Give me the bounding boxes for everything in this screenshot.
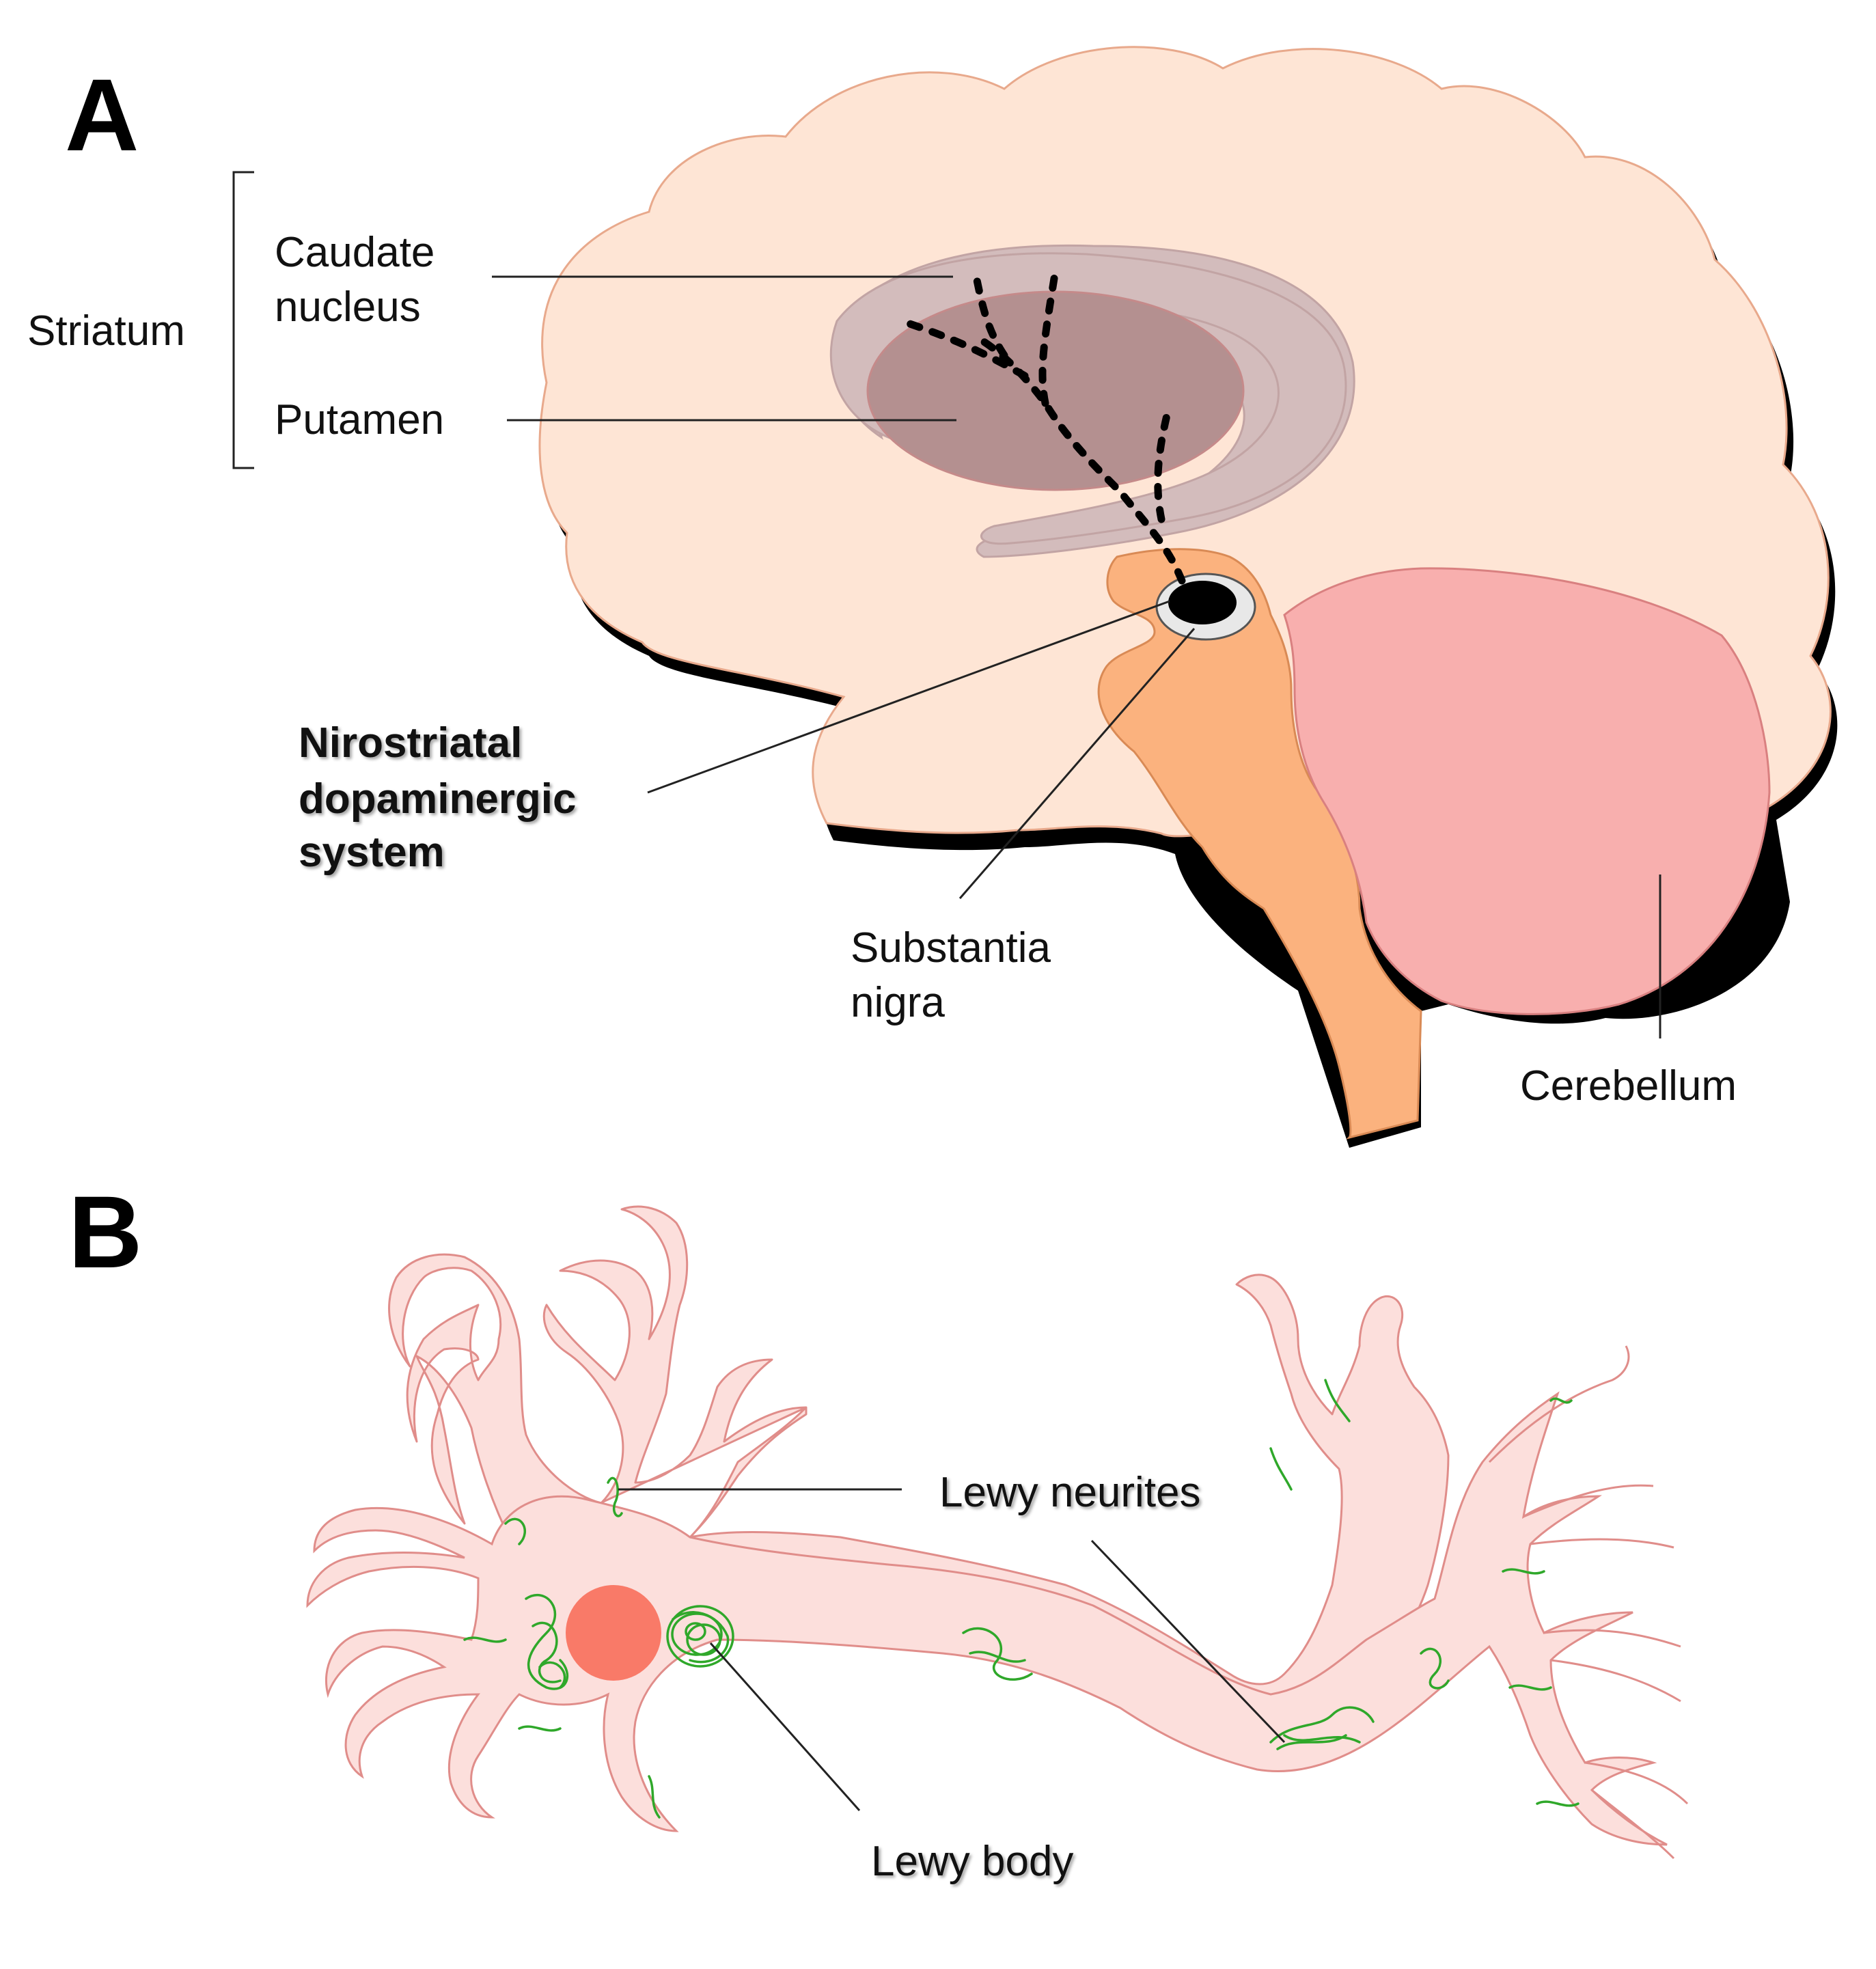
lewy-neurite-clusters (463, 1379, 1580, 1819)
cerebellum-label: Cerebellum (1520, 1062, 1737, 1110)
lewy-body-aggregate (666, 1605, 734, 1668)
neuron-soma (306, 1391, 1668, 1846)
cell-nucleus (566, 1585, 661, 1681)
substantia-leader-line (958, 628, 1196, 899)
lewy-body-label-group: Lewy body (871, 1838, 1073, 1885)
pathway-branch-1 (898, 317, 1029, 380)
panel-a-letter: A (65, 57, 139, 172)
lewy-neurites-label: Lewy neurites (939, 1469, 1201, 1516)
system-leader-line (647, 600, 1170, 794)
system-label-line1: Nirostriatal (299, 719, 522, 767)
caudate-label-line1: Caudate (275, 229, 434, 276)
substantia-label-line2: nigra (851, 979, 945, 1026)
substantia-nigra-core (1168, 581, 1237, 624)
cerebellum (1283, 567, 1771, 1015)
neuron (388, 1205, 1450, 1731)
caudate-label-line2: nucleus (275, 284, 421, 331)
axon-terminals (1488, 1345, 1689, 1860)
system-label-line3: system (299, 829, 445, 876)
brainstem (1097, 548, 1422, 1140)
pathway-branch-4 (1154, 406, 1172, 523)
neurites-label-group: Lewy neurites (939, 1469, 1201, 1516)
pathway-branch-2 (973, 276, 1008, 359)
substantia-label-line1: Substantia (851, 924, 1051, 972)
lewy-body-leader-line (709, 1642, 861, 1811)
brain-diagram (538, 46, 1838, 1148)
pathway-branch-3 (1038, 266, 1060, 407)
lewy-neurites-leader-lower (1090, 1539, 1286, 1744)
neuron-diagram (306, 1205, 1689, 1860)
putamen (866, 290, 1245, 491)
putamen-label: Putamen (275, 396, 444, 443)
striatum-label: Striatum (27, 307, 185, 355)
system-label-line2: dopaminergic (299, 775, 577, 823)
lewy-body-label: Lewy body (871, 1838, 1073, 1885)
striatum-bracket (232, 171, 254, 469)
system-label-group: Nirostriatal dopaminergic system (299, 719, 577, 876)
panel-b-letter: B (68, 1174, 142, 1289)
